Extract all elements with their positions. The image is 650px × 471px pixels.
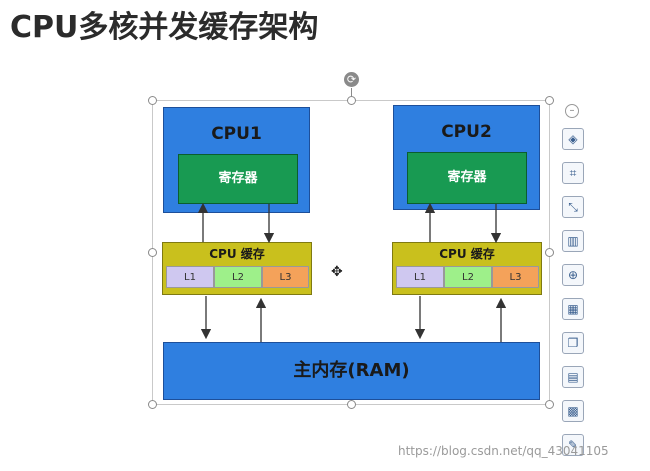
rotate-connector (351, 88, 352, 100)
resize-handle-bottom-right[interactable] (545, 400, 554, 409)
resize-handle-bottom-left[interactable] (148, 400, 157, 409)
resize-handle-left[interactable] (148, 248, 157, 257)
zoom-icon[interactable]: ⊕ (562, 264, 584, 286)
cpu1-cache-label: CPU 缓存 (209, 247, 265, 261)
duplicate-icon[interactable]: ❐ (562, 332, 584, 354)
resize-icon[interactable]: ⤡ (562, 196, 584, 218)
edit-icon[interactable]: ✎ (562, 434, 584, 456)
page-title: CPU多核并发缓存架构 (10, 10, 319, 45)
watermark: https://blog.csdn.net/qq_43041105 (398, 444, 609, 458)
cpu2-cache: CPU 缓存 L1 L2 L3 (392, 242, 542, 295)
text-icon[interactable]: ▤ (562, 366, 584, 388)
cpu1-cache-l2: L2 (214, 266, 262, 288)
align-icon[interactable]: ▥ (562, 230, 584, 252)
cpu1-label: CPU1 (211, 124, 262, 144)
crop-icon[interactable]: ⌗ (562, 162, 584, 184)
cpu1-cache-l1: L1 (166, 266, 214, 288)
grid-icon[interactable]: ▦ (562, 298, 584, 320)
cpu2-cache-l3: L3 (492, 266, 539, 288)
pattern-icon[interactable]: ▩ (562, 400, 584, 422)
move-cursor-icon: ✥ (331, 264, 343, 280)
cpu1-box: CPU1 寄存器 (163, 107, 310, 213)
cpu2-cache-label: CPU 缓存 (439, 247, 495, 261)
resize-handle-top-left[interactable] (148, 96, 157, 105)
resize-handle-top[interactable] (347, 96, 356, 105)
resize-handle-bottom[interactable] (347, 400, 356, 409)
rotate-handle-icon[interactable]: ⟳ (344, 72, 359, 87)
minimize-icon[interactable]: – (565, 104, 579, 118)
resize-handle-top-right[interactable] (545, 96, 554, 105)
cpu2-cache-l2: L2 (444, 266, 492, 288)
cpu2-box: CPU2 寄存器 (393, 105, 540, 210)
cpu1-register: 寄存器 (178, 154, 298, 204)
layers-icon[interactable]: ◈ (562, 128, 584, 150)
cpu2-register: 寄存器 (407, 152, 527, 204)
cpu1-cache-l3: L3 (262, 266, 309, 288)
main-memory-ram: 主内存(RAM) (163, 342, 540, 400)
cpu1-cache: CPU 缓存 L1 L2 L3 (162, 242, 312, 295)
cpu2-label: CPU2 (441, 122, 492, 142)
resize-handle-right[interactable] (545, 248, 554, 257)
cpu2-cache-l1: L1 (396, 266, 444, 288)
